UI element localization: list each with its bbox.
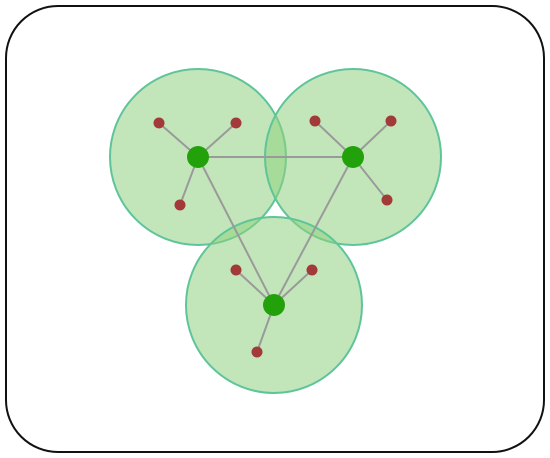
member-node-left-2 — [230, 117, 242, 129]
member-node-bottom-2 — [306, 264, 318, 276]
links — [158, 120, 392, 353]
member-node-left-3 — [174, 199, 186, 211]
member-node-bottom-1 — [230, 264, 242, 276]
backbone-link-left-bottom — [197, 156, 275, 306]
member-node-right-1 — [309, 115, 321, 127]
member-node-right-2 — [385, 115, 397, 127]
member-node-right-3 — [381, 194, 393, 206]
cluster-head-bottom — [263, 294, 285, 316]
cluster-head-right — [342, 146, 364, 168]
nodes — [153, 115, 397, 358]
backbone-link-right-bottom — [273, 156, 354, 306]
member-node-bottom-3 — [251, 346, 263, 358]
cluster-head-left — [187, 146, 209, 168]
member-node-left-1 — [153, 117, 165, 129]
